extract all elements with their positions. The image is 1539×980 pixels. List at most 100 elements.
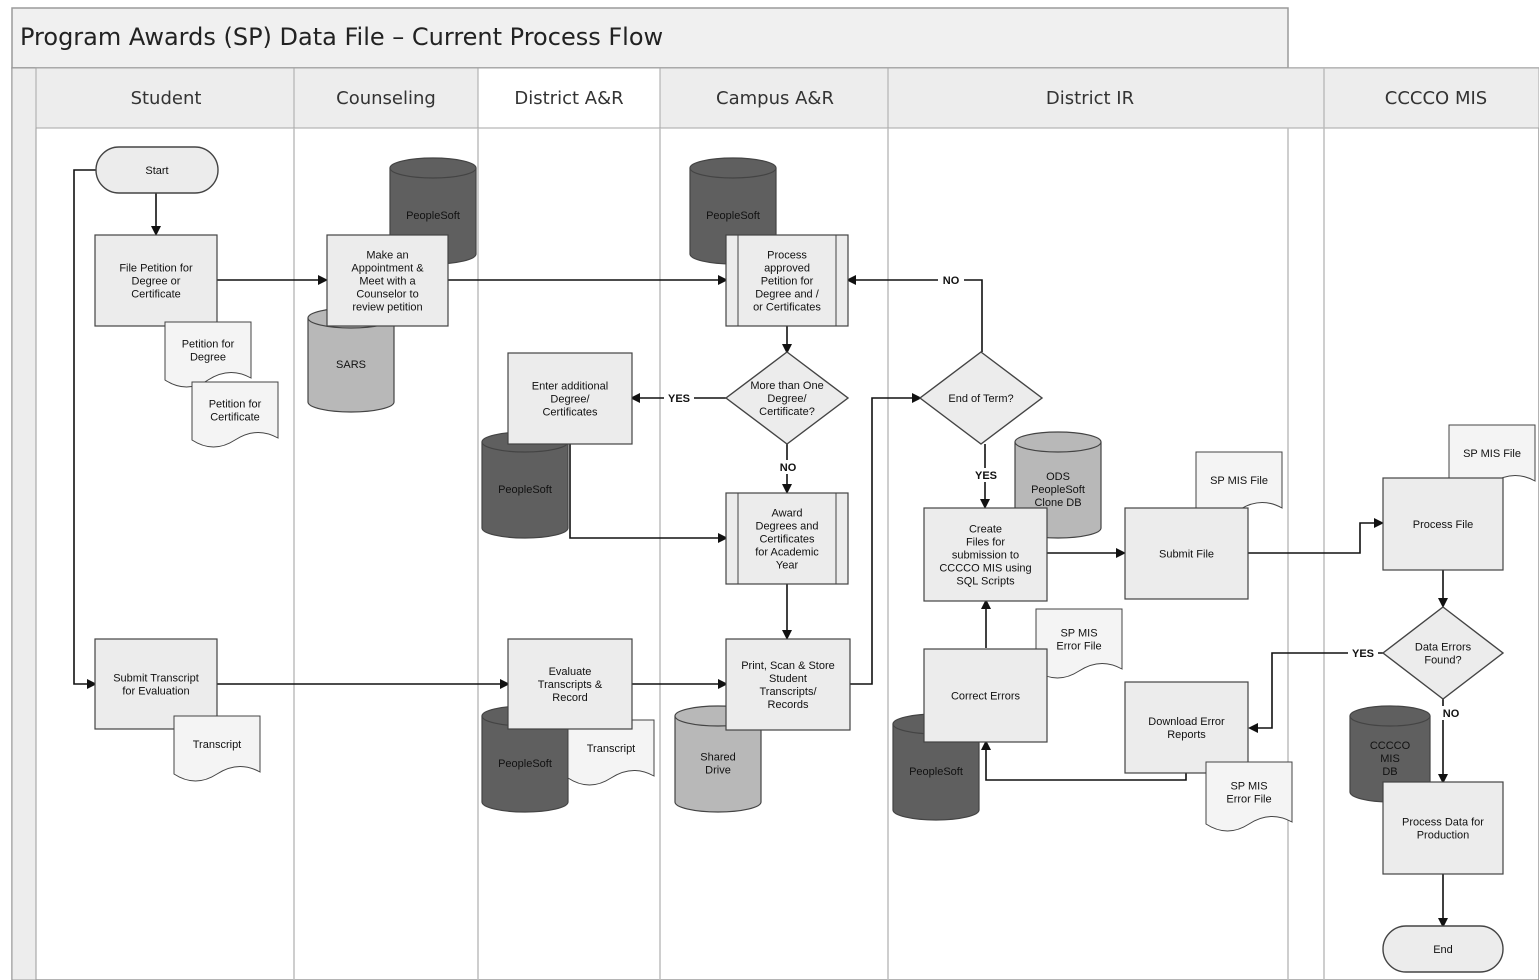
edge-print-end-of-term	[849, 393, 922, 685]
sp-mis-error-2-label: SP MIS	[1230, 781, 1267, 793]
petition-certificate-label: Petition for	[209, 399, 262, 411]
process-production-label: Process Data for	[1402, 817, 1484, 829]
shared-drive-label: Drive	[705, 765, 731, 777]
edge-start-submit-transcript	[73, 169, 97, 689]
edge-end-of-term-no	[846, 275, 983, 352]
node-sp-mis-file-1: SP MIS File	[1195, 451, 1283, 518]
diagram-title: Program Awards (SP) Data File – Current …	[20, 23, 663, 51]
submit-transcript-shape	[94, 638, 218, 730]
ods-clone-label: ODS	[1046, 471, 1070, 483]
make-appointment-label: Appointment &	[351, 263, 424, 275]
lane-label-campus-ar: Campus A&R	[716, 88, 834, 109]
ods-clone-label: Clone DB	[1034, 497, 1081, 509]
peoplesoft-dir-shape	[892, 724, 980, 821]
lane-label-cccco-mis: CCCCO MIS	[1385, 88, 1487, 109]
end-of-term-shape	[918, 351, 1044, 445]
submit-file-label: Submit File	[1159, 549, 1214, 561]
node-submit-file: Submit File	[1124, 507, 1249, 600]
shared-drive-shape	[674, 716, 762, 813]
data-errors-label: Found?	[1424, 655, 1461, 667]
transcript-dar-label: Transcript	[587, 743, 636, 755]
lane-label-counseling: Counseling	[336, 88, 436, 109]
submit-file-shape	[1124, 507, 1249, 600]
sars-shape	[307, 318, 395, 413]
evaluate-transcripts-label: Evaluate	[549, 666, 592, 678]
sp-mis-file-2-label: SP MIS File	[1463, 448, 1521, 460]
end-shape	[1382, 925, 1504, 973]
pool-left-band	[11, 67, 37, 980]
create-files-label: submission to	[952, 550, 1019, 562]
create-files-label: CCCCO MIS using	[939, 563, 1031, 575]
print-scan-label: Student	[769, 673, 807, 685]
print-scan-shape	[725, 638, 851, 731]
end-label: End	[1433, 944, 1453, 956]
sars-label: SARS	[336, 359, 366, 371]
sp-mis-error-2-label: Error File	[1226, 794, 1271, 806]
edge-label-no-more-than-one: NO	[780, 462, 797, 474]
lane-label-district-ar: District A&R	[514, 88, 623, 109]
cccco-db-label: CCCCO	[1370, 740, 1411, 752]
data-errors-shape	[1381, 606, 1505, 700]
node-process-file: Process File	[1382, 477, 1504, 571]
sp-mis-error-2-shape	[1205, 761, 1293, 832]
edge-enter-award	[569, 444, 728, 543]
create-files-shape	[923, 507, 1048, 602]
process-approved-label: Degree and /	[755, 289, 820, 301]
make-appointment-label: Meet with a	[359, 276, 416, 288]
more-than-one-label: More than One	[750, 380, 823, 392]
node-print-scan: Print, Scan & StoreStudentTranscripts/Re…	[725, 638, 851, 731]
award-degrees-label: Year	[776, 560, 799, 572]
enter-additional-label: Enter additional	[532, 381, 608, 393]
peoplesoft-campus-label: PeopleSoft	[706, 210, 760, 222]
petition-degree-label: Degree	[190, 352, 226, 364]
edge-label-no-end-of-term: NO	[943, 275, 960, 287]
end-of-term-label: End of Term?	[948, 393, 1013, 405]
make-appointment-label: review petition	[352, 302, 422, 314]
award-degrees-shape	[725, 492, 849, 585]
evaluate-transcripts-label: Transcripts &	[538, 679, 603, 691]
process-approved-label: Process	[767, 250, 807, 262]
petition-certificate-shape	[191, 381, 279, 448]
more-than-one-shape	[724, 351, 850, 445]
submit-transcript-label: Submit Transcript	[113, 673, 199, 685]
petition-degree-shape	[164, 321, 252, 388]
node-start: Start	[95, 146, 219, 194]
lane-headers: Student Counseling District A&R Campus A…	[35, 67, 1539, 129]
node-transcript-dar: Transcript	[567, 719, 655, 786]
process-file-shape	[1382, 477, 1504, 571]
edge-submit-process-file	[1248, 518, 1384, 554]
award-degrees-label: Award	[772, 508, 803, 520]
edge-data-errors-download-yes	[1248, 652, 1383, 733]
sp-mis-error-1-label: Error File	[1056, 641, 1101, 653]
award-degrees-label: Certificates	[759, 534, 815, 546]
file-petition-label: File Petition for	[119, 263, 193, 275]
process-approved-label: Petition for	[761, 276, 814, 288]
start-label: Start	[145, 165, 168, 177]
create-files-label: Create	[969, 524, 1002, 536]
more-than-one-label: Certificate?	[759, 406, 815, 418]
print-scan-label: Print, Scan & Store	[741, 660, 835, 672]
print-scan-label: Records	[768, 699, 809, 711]
process-production-shape	[1382, 781, 1504, 875]
node-end-of-term: End of Term?	[918, 351, 1044, 445]
peoplesoft-dar2-shape	[481, 716, 569, 813]
start-shape	[95, 146, 219, 194]
cccco-db-label: DB	[1382, 766, 1397, 778]
